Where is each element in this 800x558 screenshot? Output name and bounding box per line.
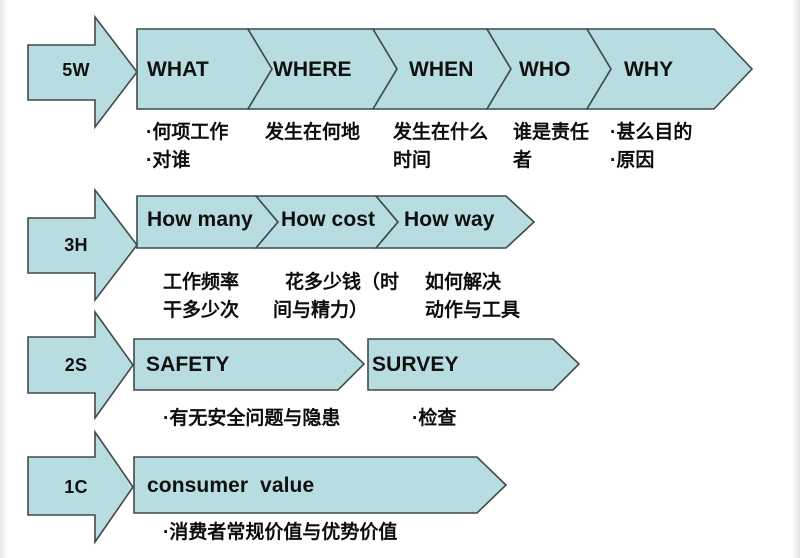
bar-segment-1c-1 <box>133 456 508 514</box>
bar-segment-2s-1 <box>133 338 366 391</box>
badge-arrow-5w <box>27 14 139 130</box>
caption-3h-how-cost-line1: 花多少钱（时 <box>285 272 400 293</box>
badge-label-1c: 1C <box>64 477 88 497</box>
caption-5w-what-line1: ·何项工作 <box>146 122 229 143</box>
bar-label-5w-when[interactable]: WHEN <box>409 58 474 81</box>
badge-arrow-2s <box>27 309 134 421</box>
caption-2s-survey: ·检查 <box>412 408 457 429</box>
caption-3h-how-many-line2: 干多少次 <box>163 300 240 321</box>
caption-3h-how-cost-line2: 间与精力） <box>273 300 369 321</box>
bar-label-3h-how-cost[interactable]: How cost <box>281 208 376 231</box>
badge-arrow-1c <box>27 429 134 545</box>
bar-label-5w-where[interactable]: WHERE <box>273 58 352 81</box>
bar-label-2s-survey[interactable]: SURVEY <box>372 353 459 376</box>
caption-5w-why-line1: ·甚么目的 <box>610 122 693 143</box>
bar-label-2s-safety[interactable]: SAFETY <box>146 353 230 376</box>
bar-label-3h-how-many[interactable]: How many <box>147 208 253 231</box>
badge-label-5w: 5W <box>62 60 90 80</box>
bar-segment-5w-5 <box>585 28 754 110</box>
bar-segment-2s-2 <box>367 338 581 391</box>
badge-label-3h: 3H <box>64 235 88 255</box>
bar-label-5w-who[interactable]: WHO <box>519 58 571 81</box>
caption-1c-consumer-value: ·消费者常规价值与优势价值 <box>163 522 398 543</box>
bar-segment-3h-3 <box>374 195 536 249</box>
bar-label-3h-how-way[interactable]: How way <box>404 208 495 231</box>
bar-label-5w-what[interactable]: WHAT <box>147 58 209 81</box>
bar-label-5w-why[interactable]: WHY <box>624 58 674 81</box>
caption-5w-why-line2: ·原因 <box>610 150 655 171</box>
badge-arrow-3h <box>27 187 139 303</box>
caption-5w-what-line2: ·对谁 <box>146 150 191 171</box>
caption-5w-when-line2: 时间 <box>393 150 432 171</box>
caption-3h-how-way-line1: 如何解决 <box>425 272 502 293</box>
caption-5w-when-line1: 发生在什么 <box>393 122 489 143</box>
bar-label-1c-consumer-value[interactable]: consumer value <box>147 474 315 497</box>
caption-2s-safety: ·有无安全问题与隐患 <box>163 408 341 429</box>
caption-5w-where-line1: 发生在何地 <box>265 122 361 143</box>
caption-5w-who-line2: 者 <box>513 150 533 171</box>
badge-label-2s: 2S <box>64 355 88 375</box>
caption-3h-how-many-line1: 工作频率 <box>163 272 240 293</box>
caption-3h-how-way-line2: 动作与工具 <box>425 300 521 321</box>
caption-5w-who-line1: 谁是责任 <box>513 122 590 143</box>
